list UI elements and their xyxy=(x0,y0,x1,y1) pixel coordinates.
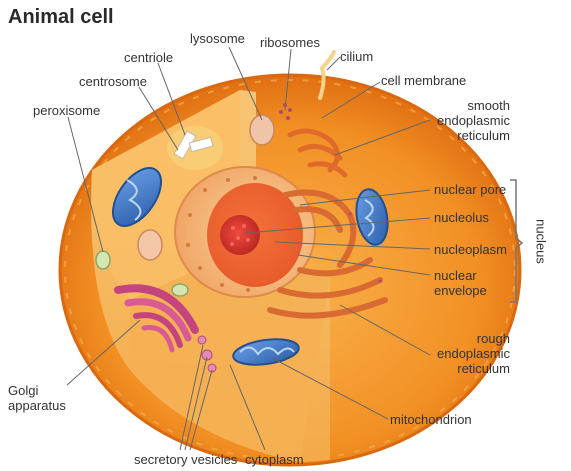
golgi-shape xyxy=(114,284,199,353)
label-smooth-er-line2: endoplasmic xyxy=(437,113,510,128)
mitochondrion-right xyxy=(355,188,389,246)
label-centrosome: centrosome xyxy=(79,74,147,89)
label-mitochondrion: mitochondrion xyxy=(390,412,472,427)
secretory-vesicles-shape xyxy=(197,335,217,373)
label-peroxisome: peroxisome xyxy=(33,103,101,118)
peroxisome-shape xyxy=(95,250,111,270)
label-ribosomes: ribosomes xyxy=(260,35,320,50)
diagram-title: Animal cell xyxy=(8,6,114,28)
label-golgi: Golgi apparatus xyxy=(8,383,66,413)
label-nucleoplasm: nucleoplasm xyxy=(434,242,507,257)
label-smooth-er-line1: smooth xyxy=(467,98,510,113)
label-nuclear-envelope-line1: nuclear xyxy=(434,268,477,283)
label-nuclear-envelope-line2: envelope xyxy=(434,283,487,298)
nucleolus-shape xyxy=(220,215,260,255)
label-lysosome: lysosome xyxy=(190,31,245,46)
centriole-shape xyxy=(173,130,214,160)
label-smooth-er: smooth endoplasmic reticulum xyxy=(430,98,510,143)
label-rough-er-line3: reticulum xyxy=(457,361,510,376)
leader-lines xyxy=(66,46,431,451)
cilium-shape xyxy=(318,50,336,100)
label-nuclear-pore: nuclear pore xyxy=(434,182,507,197)
label-cell-membrane: cell membrane xyxy=(381,73,467,88)
label-cytoplasm: cytoplasm xyxy=(245,452,304,467)
vesicle xyxy=(171,283,189,297)
label-nucleus: nucleus xyxy=(533,219,549,264)
mitochondrion-left xyxy=(112,167,162,227)
label-golgi-line1: Golgi xyxy=(8,383,39,398)
mitochondrion-bottom xyxy=(232,338,300,366)
nucleus-brace xyxy=(510,179,524,303)
label-nuclear-envelope: nuclear envelope xyxy=(434,268,487,298)
label-centriole: centriole xyxy=(124,50,174,65)
vesicle xyxy=(137,229,163,261)
smooth-er-shape xyxy=(287,128,348,178)
label-smooth-er-line3: reticulum xyxy=(457,128,510,143)
label-rough-er-line2: endoplasmic xyxy=(437,346,510,361)
nuclear-pores xyxy=(186,176,257,292)
label-cilium: cilium xyxy=(340,49,374,64)
cell-membrane-shape xyxy=(64,79,516,461)
label-secretory-vesicles: secretory vesicles xyxy=(134,452,238,467)
label-rough-er: rough endoplasmic reticulum xyxy=(430,331,510,376)
lysosome-shape xyxy=(249,114,275,146)
label-nucleolus: nucleolus xyxy=(434,210,489,225)
nucleolus-texture xyxy=(230,224,250,246)
ribosome-dots xyxy=(279,103,382,283)
label-rough-er-line1: rough xyxy=(476,331,510,346)
label-golgi-line2: apparatus xyxy=(8,398,66,413)
